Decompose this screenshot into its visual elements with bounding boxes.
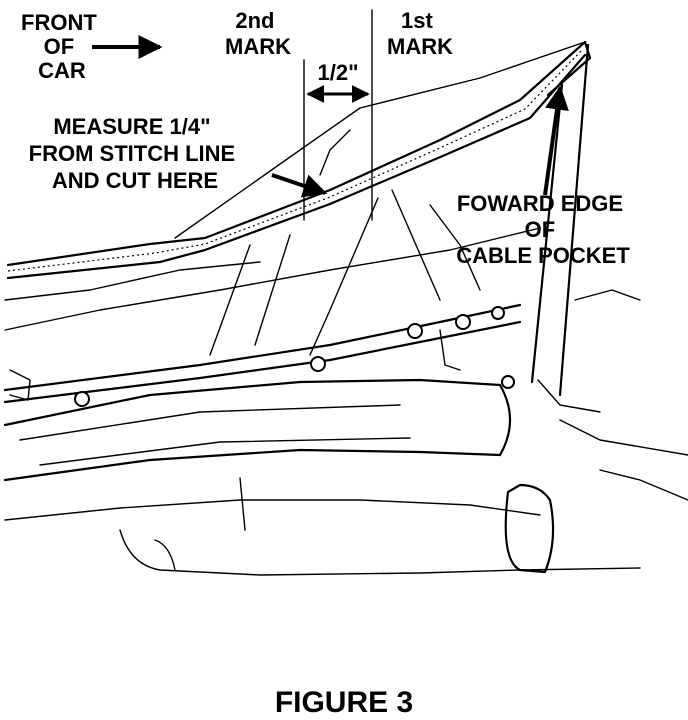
- cable-pocket-label: FOWARD EDGE OF CABLE POCKET: [456, 191, 630, 268]
- cut-instruction-line-3: AND CUT HERE: [52, 168, 218, 193]
- cut-location-arrow: [271, 173, 328, 198]
- second-mark-line-1: 2nd: [235, 8, 274, 33]
- figure-caption: FIGURE 3: [275, 686, 413, 719]
- cut-instruction-line-1: MEASURE 1/4": [53, 114, 210, 139]
- front-of-car-line-2: OF: [44, 34, 75, 59]
- cable-pocket-line-2: OF: [525, 217, 556, 242]
- cut-instruction-line-2: FROM STITCH LINE: [29, 141, 236, 166]
- front-of-car-line-3: CAR: [38, 58, 86, 83]
- spacing-label: 1/2": [317, 60, 358, 85]
- front-of-car-line-1: FRONT: [21, 10, 97, 35]
- line-art: [3, 40, 688, 576]
- cable-pocket-line-3: CABLE POCKET: [456, 243, 630, 268]
- front-of-car-label: FRONT OF CAR: [21, 10, 103, 83]
- second-mark-label: 2nd MARK: [225, 8, 291, 59]
- second-mark-line-2: MARK: [225, 34, 291, 59]
- cut-instruction-label: MEASURE 1/4" FROM STITCH LINE AND CUT HE…: [29, 114, 242, 193]
- cable-pocket-arrow: [543, 85, 569, 196]
- cable-pocket-line-1: FOWARD EDGE: [457, 191, 623, 216]
- first-mark-line-1: 1st: [401, 8, 433, 33]
- first-mark-label: 1st MARK: [387, 8, 453, 59]
- first-mark-line-2: MARK: [387, 34, 453, 59]
